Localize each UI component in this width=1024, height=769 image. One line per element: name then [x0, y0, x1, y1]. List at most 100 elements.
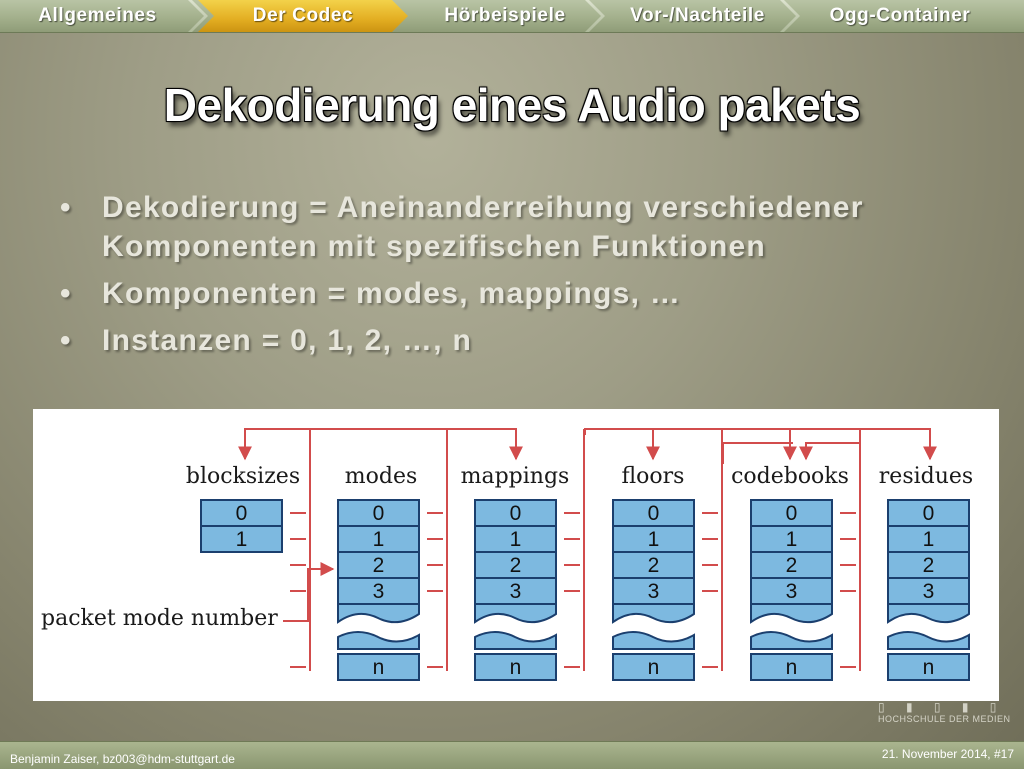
torn-cell-top: [750, 603, 833, 624]
bullet-dot-icon: •: [60, 324, 72, 357]
table-cell: [337, 551, 420, 579]
logo-text: HOCHSCHULE DER MEDIEN: [878, 714, 1011, 724]
table-cell: [750, 499, 833, 527]
torn-cell-top: [612, 603, 695, 624]
cell-value: 0: [923, 502, 935, 525]
nav-tab-ogg-container[interactable]: Ogg-Container: [829, 5, 971, 26]
bullet-list: • Dekodierung = Aneinanderreihung versch…: [60, 188, 960, 368]
table-cell: [474, 525, 557, 553]
nav-tab-vor-nachteile[interactable]: Vor-/Nachteile: [630, 5, 765, 26]
nav-tab-der-codec[interactable]: Der Codec: [198, 0, 408, 32]
table-cell: [337, 653, 420, 681]
cell-value: 2: [373, 554, 385, 577]
table-cell: [612, 577, 695, 605]
bullet-dot-icon: •: [60, 277, 72, 310]
cell-value: 2: [648, 554, 660, 577]
torn-cell-bottom: [750, 631, 833, 650]
column-label: floors: [622, 464, 685, 489]
table-cell: [200, 525, 283, 553]
table-cell: [337, 577, 420, 605]
bullet-text: Instanzen = 0, 1, 2, …, n: [102, 324, 473, 357]
cell-value: 0: [373, 502, 385, 525]
bullet-text: Komponenten = modes, mappings, …: [102, 277, 682, 310]
table-cell: [200, 499, 283, 527]
cell-value: 0: [236, 502, 248, 525]
packet-mode-arrow: [283, 562, 335, 622]
cell-value: n: [373, 656, 385, 679]
cell-value: 3: [923, 580, 935, 603]
column-blocksizes: blocksizes 0 1: [186, 464, 300, 553]
cell-value: 2: [923, 554, 935, 577]
cell-value: 2: [786, 554, 798, 577]
torn-cell-top: [337, 603, 420, 624]
cell-value: 0: [648, 502, 660, 525]
column-label: residues: [879, 464, 973, 489]
table-cell: [612, 499, 695, 527]
cell-value: 3: [786, 580, 798, 603]
cell-value: 3: [510, 580, 522, 603]
column-residues: residues 0 1 2 3 n: [879, 464, 973, 681]
routing-arrow: [722, 442, 793, 464]
bullet-item: • Dekodierung = Aneinanderreihung versch…: [60, 188, 960, 266]
routing-arrow: [584, 428, 660, 461]
table-cell: [612, 551, 695, 579]
cell-value: 0: [786, 502, 798, 525]
slide-title: Dekodierung eines Audio pakets: [163, 79, 861, 131]
table-cell: [474, 499, 557, 527]
column-label: mappings: [461, 464, 570, 489]
cell-value: n: [648, 656, 660, 679]
nav-tab-allgemeines[interactable]: Allgemeines: [38, 5, 157, 26]
logo-marks-icon: ▯ ▮ ▯ ▮ ▯: [878, 700, 1006, 714]
footer-author: Benjamin Zaiser, bz003@hdm-stuttgart.de: [10, 752, 235, 766]
cell-value: n: [510, 656, 522, 679]
torn-cell-top: [474, 603, 557, 624]
torn-cell-bottom: [474, 631, 557, 650]
cell-value: 1: [648, 528, 660, 551]
table-cell: [474, 577, 557, 605]
table-cell: [887, 653, 970, 681]
cell-value: 1: [373, 528, 385, 551]
footer-bar: Benjamin Zaiser, bz003@hdm-stuttgart.de …: [0, 741, 1024, 769]
table-cell: [750, 577, 833, 605]
cell-value: 1: [923, 528, 935, 551]
cell-value: 3: [648, 580, 660, 603]
bullet-dot-icon: •: [60, 191, 72, 224]
torn-cell-top: [887, 603, 970, 624]
nav-tab-hoerbeispiele[interactable]: Hörbeispiele: [444, 5, 566, 26]
column-codebooks: codebooks 0 1 2 3 n: [731, 464, 849, 681]
table-cell: [474, 551, 557, 579]
torn-cell-bottom: [887, 631, 970, 650]
cell-value: n: [923, 656, 935, 679]
column-floors: floors 0 1 2 3 n: [612, 464, 695, 681]
column-label: modes: [345, 464, 418, 489]
routing-arrow: [799, 442, 861, 464]
cell-value: 3: [373, 580, 385, 603]
column-label: blocksizes: [186, 464, 300, 489]
footer-date-slide-number: 21. November 2014, #17: [881, 747, 1014, 761]
cell-value: 1: [236, 528, 248, 551]
table-cell: [750, 653, 833, 681]
routing-arrow: [446, 428, 523, 461]
column-modes: modes 0 1 2 3 n: [337, 464, 420, 681]
diagram-canvas: blocksizes01modes0123nmappings0123nfloor…: [41, 428, 973, 681]
bullet-item: • Komponenten = modes, mappings, …: [60, 274, 960, 313]
routing-arrow: [238, 428, 448, 461]
table-cell: [474, 653, 557, 681]
column-label: codebooks: [731, 464, 849, 489]
top-navigation: Allgemeines Der Codec Hörbeispiele Vor-/…: [0, 0, 1024, 33]
bullet-item: • Instanzen = 0, 1, 2, …, n: [60, 321, 960, 360]
table-cell: [612, 653, 695, 681]
cell-value: n: [786, 656, 798, 679]
routing-arrow: [584, 428, 937, 461]
bullet-text: Dekodierung = Aneinanderreihung verschie…: [102, 191, 864, 263]
hdm-logo: ▯ ▮ ▯ ▮ ▯ HOCHSCHULE DER MEDIEN: [878, 700, 1018, 724]
table-cell: [337, 499, 420, 527]
packet-mode-number-label: packet mode number: [41, 606, 278, 631]
torn-cell-bottom: [337, 631, 420, 650]
cell-value: 2: [510, 554, 522, 577]
table-cell: [337, 525, 420, 553]
cell-value: 1: [786, 528, 798, 551]
torn-cell-bottom: [612, 631, 695, 650]
